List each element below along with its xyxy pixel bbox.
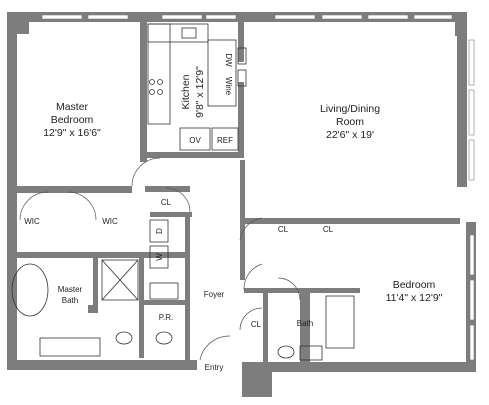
master-bath-name-1: Master [58, 285, 83, 294]
closet-label-bedroom-1: CL [278, 225, 289, 234]
closet-label-foyer: CL [251, 320, 262, 329]
burner [149, 79, 155, 85]
oven-label: OV [189, 136, 201, 145]
wic-label-left: WIC [24, 217, 40, 226]
wine-label: Wine [224, 77, 233, 96]
dishwasher-label: DW [224, 53, 233, 67]
bath-toilet [277, 345, 295, 359]
foyer-name: Foyer [204, 290, 225, 299]
bath-tub [325, 295, 355, 349]
doors [19, 157, 301, 361]
closet-label-bedroom-2: CL [323, 225, 334, 234]
toilet [115, 331, 133, 345]
entry-name: Entry [205, 363, 224, 372]
door-swing [239, 307, 263, 331]
kitchen-island [207, 39, 237, 107]
wic-label-right: WIC [102, 217, 118, 226]
fixture-labels: DW Wine OV REF CL CL CL CL WIC WIC D W [24, 53, 333, 329]
bar-stool [237, 47, 247, 65]
washer-label: W [155, 253, 164, 261]
bedroom-dims: 11'4" x 12'9" [386, 292, 443, 304]
master-bedroom-dims: 12'9" x 16'6" [43, 127, 101, 139]
kitchen-counter-top [147, 23, 209, 43]
burner [149, 89, 155, 95]
door-swing [131, 157, 161, 187]
bath-name: Bath [297, 319, 313, 328]
kitchen-name: Kitchen [180, 74, 192, 109]
door-swing [243, 263, 263, 291]
vanity [39, 337, 101, 357]
windows [41, 14, 475, 361]
door-swing [19, 191, 49, 221]
door-swing [239, 217, 263, 241]
door-swing [277, 277, 301, 301]
living-dining-name-1: Living/Dining [320, 103, 380, 115]
door-swing [165, 187, 191, 213]
bar-stool [237, 69, 247, 87]
refrigerator-label: REF [217, 136, 233, 145]
kitchen-sink [181, 27, 197, 39]
refrigerator [211, 127, 239, 151]
bathtub [11, 263, 49, 317]
kitchen-counter-left [147, 23, 171, 125]
pr-toilet [155, 331, 173, 345]
burner [157, 79, 163, 85]
burner [157, 89, 163, 95]
shower [101, 259, 139, 301]
bedroom-name: Bedroom [393, 279, 436, 291]
washer [149, 245, 169, 269]
powder-room-name: P.R. [159, 313, 174, 322]
living-dining-name-2: Room [336, 116, 364, 128]
living-dining-dims: 22'6" x 19' [326, 129, 374, 141]
dryer-label: D [155, 228, 164, 234]
master-bedroom-name-1: Master [56, 101, 89, 113]
kitchen-dims: 9'8" x 12'9" [194, 66, 206, 118]
room-labels: Master Bedroom 12'9" x 16'6" Kitchen 9'8… [43, 66, 442, 372]
door-swing [67, 191, 97, 221]
dryer [149, 219, 169, 243]
closet-label-hall: CL [161, 198, 172, 207]
fixtures [11, 23, 355, 361]
master-bedroom-name-2: Bedroom [51, 114, 94, 126]
bath-sink [299, 345, 323, 361]
master-bath-name-2: Bath [62, 296, 78, 305]
pr-sink [149, 282, 179, 300]
door-swing [199, 335, 231, 361]
oven [179, 127, 211, 151]
